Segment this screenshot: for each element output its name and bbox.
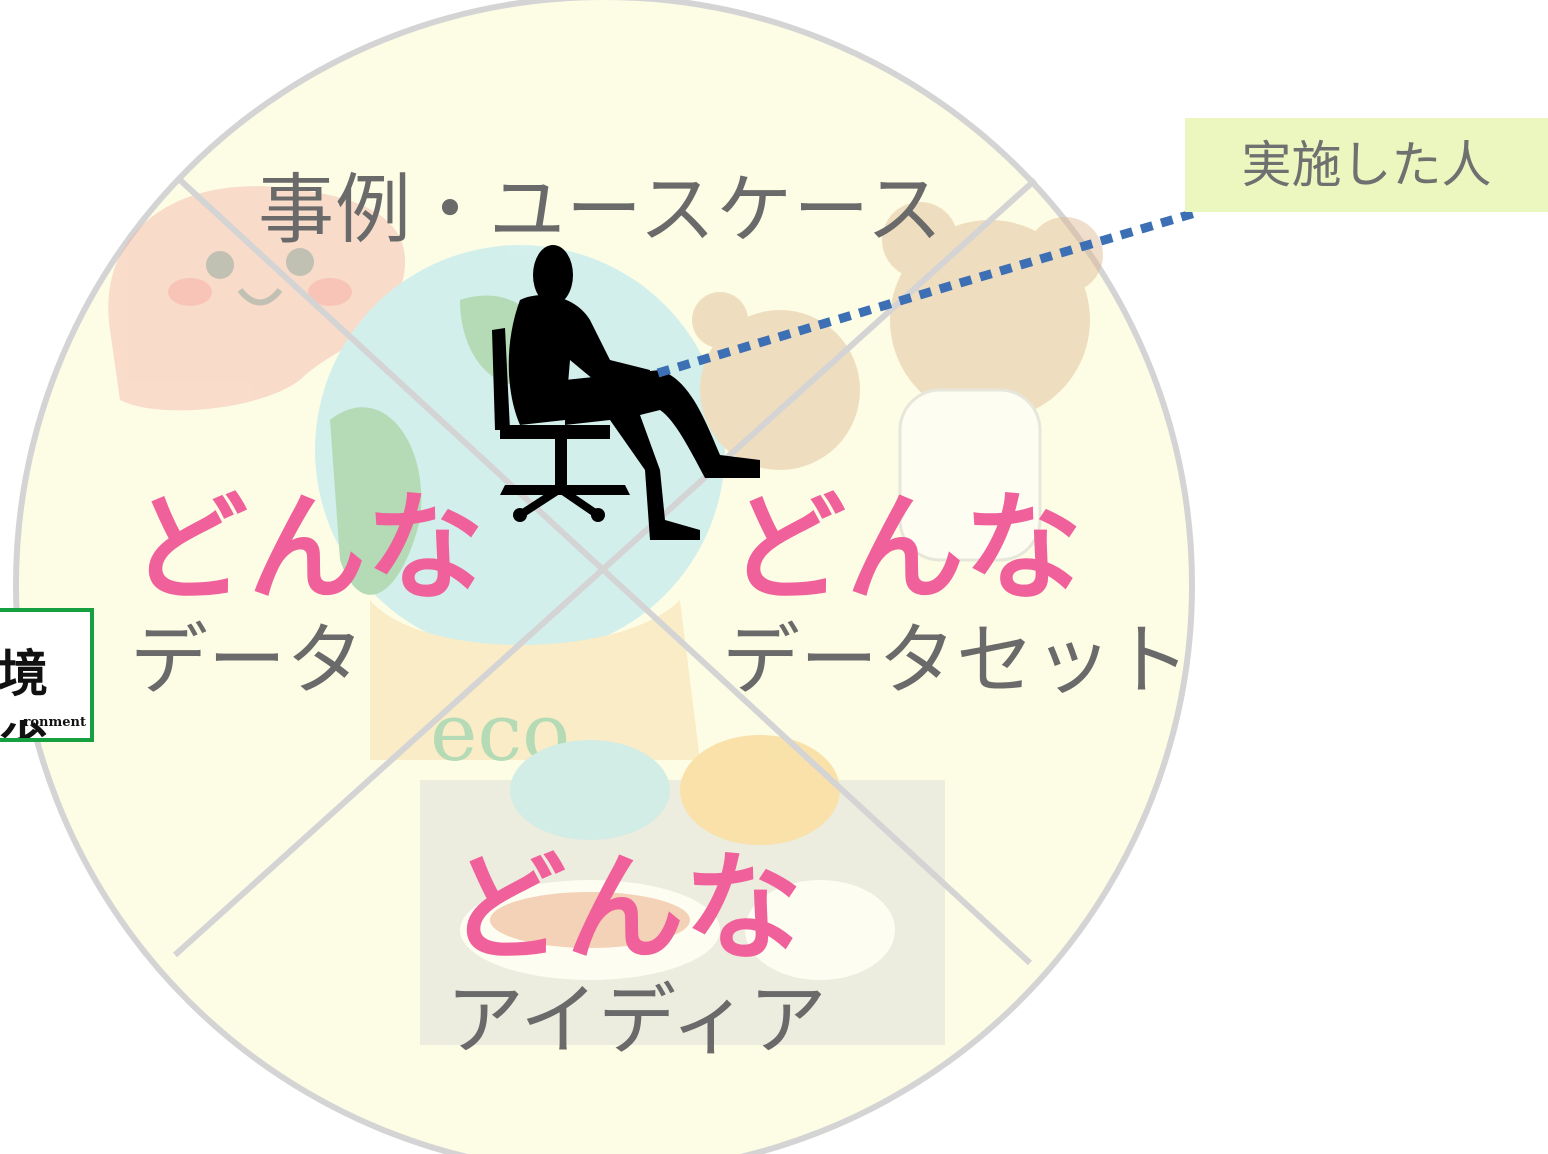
globe-land-1 bbox=[330, 407, 422, 595]
divider-line-2 bbox=[172, 177, 1038, 958]
liver-smile bbox=[237, 288, 283, 306]
bear-large-ear-left bbox=[882, 202, 958, 278]
fish bbox=[490, 892, 690, 948]
quadrant-idea-emphasis: どんな bbox=[448, 839, 803, 977]
liver-eye-left bbox=[206, 251, 234, 279]
quadrant-data-emphasis: どんな bbox=[130, 479, 485, 617]
callout-leader-line bbox=[656, 208, 1197, 378]
ministry-logo-english: ronment bbox=[23, 715, 86, 730]
liver-eye-right bbox=[286, 248, 314, 276]
seated-person-silhouette bbox=[492, 245, 760, 540]
liver-cheek-right bbox=[308, 278, 352, 306]
quadrant-data-label: データ bbox=[130, 616, 365, 706]
bear-large-illustration bbox=[890, 220, 1090, 420]
ministry-logo: 境省 ronment bbox=[0, 608, 94, 742]
quadrant-idea-label: アイディア bbox=[446, 976, 827, 1066]
fish-plate bbox=[460, 880, 720, 980]
soup-bowl bbox=[510, 740, 670, 840]
use-case-title: 事例・ユースケース bbox=[258, 165, 944, 254]
rice-bowl bbox=[680, 735, 840, 845]
side-dish-bowl bbox=[745, 880, 895, 980]
tray-illustration bbox=[420, 780, 945, 1045]
bear-coat bbox=[898, 388, 1042, 562]
liver-illustration bbox=[108, 186, 406, 411]
hands-illustration bbox=[370, 600, 700, 760]
implementer-callout: 実施した人 bbox=[1185, 118, 1548, 212]
main-circle bbox=[13, 0, 1195, 1154]
liver-cheek-left bbox=[168, 278, 212, 306]
bear-small-ear bbox=[692, 292, 748, 348]
ministry-logo-kanji: 境省 bbox=[0, 644, 48, 738]
quadrant-dataset-emphasis: どんな bbox=[728, 479, 1083, 617]
quadrant-dataset-label: データセット bbox=[722, 616, 1191, 706]
